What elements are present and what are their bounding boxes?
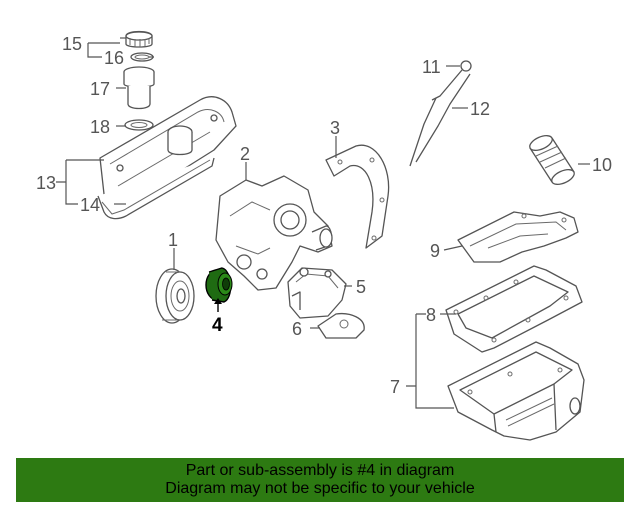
oil-pan [447, 341, 585, 441]
dipstick [409, 60, 472, 167]
callout-16: 16 [104, 48, 124, 68]
callout-11: 11 [422, 57, 441, 77]
crankshaft-seal-highlighted [205, 267, 233, 303]
callout-17: 17 [90, 79, 110, 99]
part-info-banner: Part or sub-assembly is #4 in diagram Di… [16, 458, 624, 502]
filler-tube [123, 66, 155, 110]
callout-1: 1 [168, 230, 178, 250]
callout-8: 8 [426, 305, 436, 325]
banner-line-part: Part or sub-assembly is #4 in diagram [185, 462, 455, 479]
callout-6: 6 [292, 319, 302, 339]
banner-line-disclaimer: Diagram may not be specific to your vehi… [165, 480, 475, 497]
timing-cover-gasket [325, 144, 390, 249]
timing-cover [215, 175, 333, 291]
oil-pump-screen [317, 312, 365, 339]
dipstick-tube [415, 73, 471, 163]
callout-9: 9 [430, 241, 440, 261]
callout-10: 10 [592, 155, 612, 175]
callout-3: 3 [330, 118, 340, 138]
valve-cover-gasket [97, 157, 215, 220]
callout-13: 13 [36, 173, 56, 193]
seal-18 [124, 119, 154, 131]
callout-15: 15 [62, 34, 82, 54]
callout-12: 12 [470, 99, 490, 119]
leader-lines [56, 37, 590, 409]
callout-2: 2 [240, 144, 250, 164]
callout-18: 18 [90, 117, 110, 137]
parts-diagram: 15 16 17 18 13 14 1 2 3 4 5 6 7 8 9 10 1… [36, 30, 612, 441]
callout-14: 14 [80, 195, 100, 215]
oil-pan-gasket [445, 265, 583, 353]
callout-5: 5 [356, 277, 366, 297]
windage-tray [457, 211, 579, 263]
oil-filler-cap [125, 30, 153, 48]
callout-7: 7 [390, 377, 400, 397]
callout-labels: 15 16 17 18 13 14 1 2 3 4 5 6 7 8 9 10 1… [36, 34, 612, 397]
oil-filter [529, 135, 575, 185]
callout-4: 4 [212, 315, 223, 336]
oil-pump [287, 267, 347, 319]
crankshaft-balancer [155, 268, 195, 324]
